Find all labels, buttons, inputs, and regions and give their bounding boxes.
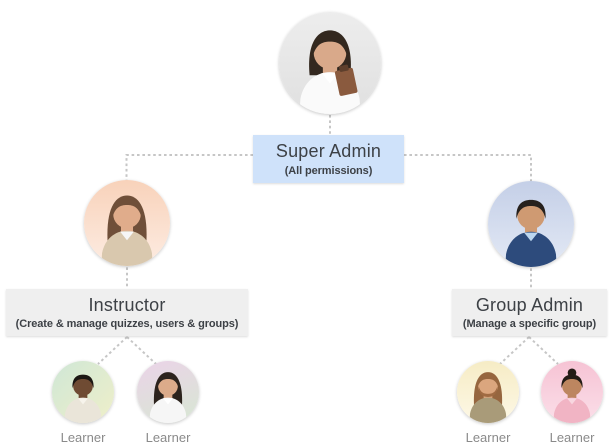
instructor-avatar (84, 180, 170, 266)
group-admin-node: Group Admin (Manage a specific group) (452, 289, 607, 336)
instructor-subtitle: (Create & manage quizzes, users & groups… (15, 318, 239, 331)
learner-4-label: Learner (549, 430, 595, 445)
learner-3-label: Learner (465, 430, 511, 445)
connector-superadmin-to-instructor (125, 154, 253, 182)
learner-4-avatar (541, 361, 603, 423)
learner-1-label: Learner (60, 430, 106, 445)
learner-1-avatar (52, 361, 114, 423)
group-admin-avatar (488, 181, 574, 267)
connector-instructor-to-learner-1 (97, 336, 128, 365)
connector-superadmin-to-groupadmin (404, 154, 532, 182)
instructor-title: Instructor (88, 294, 166, 315)
super-admin-subtitle: (All permissions) (284, 164, 373, 177)
learner-2-label: Learner (145, 430, 191, 445)
learner-2-avatar (137, 361, 199, 423)
connector-instructor-to-learner-2 (126, 336, 157, 365)
group-admin-subtitle: (Manage a specific group) (462, 318, 597, 331)
super-admin-title: Super Admin (275, 141, 382, 162)
instructor-node: Instructor (Create & manage quizzes, use… (6, 289, 248, 336)
connector-groupadmin-to-learner-4 (528, 336, 559, 365)
super-admin-node: Super Admin (All permissions) (253, 135, 404, 183)
group-admin-title: Group Admin (475, 294, 584, 315)
learner-3-avatar (457, 361, 519, 423)
super-admin-avatar (279, 12, 381, 114)
connector-groupadmin-to-learner-3 (499, 336, 530, 365)
